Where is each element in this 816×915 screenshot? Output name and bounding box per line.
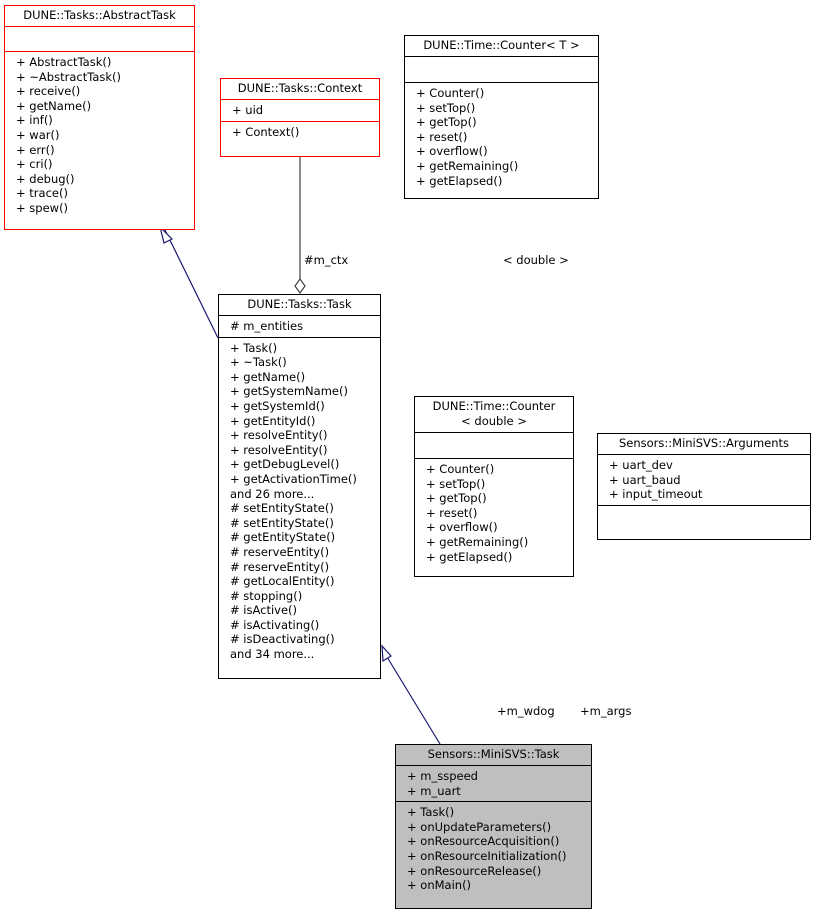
inheritance-arrowhead-abstracttask [158, 225, 174, 244]
member-line: + getName() [230, 369, 306, 384]
member-line: + onResourceRelease() [407, 863, 542, 878]
class-title: DUNE::Tasks::Context [237, 81, 363, 95]
member-line: # getLocalEntity() [230, 574, 335, 589]
member-line: + onResourceInitialization() [407, 848, 567, 863]
member-line: + getName() [16, 98, 92, 113]
member-line: + reset() [416, 129, 468, 144]
member-line: + setTop() [416, 100, 476, 115]
member-line: + Context() [232, 124, 300, 139]
class-context[interactable]: DUNE::Tasks::Context + uid + Context() [220, 78, 380, 157]
member-line: + getSystemId() [230, 398, 325, 413]
member-line: # reserveEntity() [230, 559, 330, 574]
member-line: + m_sspeed [407, 769, 478, 783]
attributes-section [405, 56, 598, 82]
member-line: + m_uart [407, 783, 461, 798]
class-title: DUNE::Time::Counter < double > [432, 399, 556, 428]
class-time-counter-t[interactable]: DUNE::Time::Counter< T > + Counter()+ se… [404, 35, 599, 199]
class-title: DUNE::Tasks::AbstractTask [23, 8, 176, 22]
member-line: + receive() [16, 84, 81, 99]
member-line: + Counter() [426, 462, 495, 476]
member-line: and 26 more... [230, 486, 315, 501]
member-line: + AbstractTask() [16, 55, 112, 69]
member-line: # setEntityState() [230, 515, 334, 530]
member-line: + setTop() [426, 476, 486, 491]
member-line: # m_entities [230, 319, 304, 333]
inheritance-edge-tasks-task [383, 651, 441, 745]
member-line: + cri() [16, 157, 53, 172]
member-line: # isDeactivating() [230, 632, 335, 647]
class-tasks-task[interactable]: DUNE::Tasks::Task # m_entities + Task()+… [218, 294, 381, 679]
member-line: and 34 more... [230, 647, 315, 662]
attributes-section [415, 432, 573, 458]
member-line: + getRemaining() [426, 534, 529, 549]
class-abstract-task[interactable]: DUNE::Tasks::AbstractTask + AbstractTask… [4, 5, 195, 230]
member-line: + overflow() [426, 520, 498, 535]
class-title: Sensors::MiniSVS::Task [427, 747, 560, 761]
member-line: + ~AbstractTask() [16, 69, 121, 84]
class-minisvs-arguments[interactable]: Sensors::MiniSVS::Arguments + uart_dev+ … [597, 433, 811, 540]
member-line: + Counter() [416, 86, 485, 100]
attributes-section: # m_entities [219, 315, 380, 337]
inheritance-arrowhead-tasks-task [381, 644, 392, 663]
member-line: + getRemaining() [416, 158, 519, 173]
member-line: + getTop() [426, 491, 487, 506]
member-line: + debug() [16, 171, 75, 186]
member-line: # isActive() [230, 603, 298, 618]
methods-section: + Counter()+ setTop()+ getTop()+ reset()… [415, 458, 573, 567]
attributes-section: + m_sspeed+ m_uart [396, 765, 591, 801]
class-title: DUNE::Time::Counter< T > [423, 38, 580, 52]
member-line: # getEntityState() [230, 530, 336, 545]
methods-section: + Task()+ onUpdateParameters()+ onResour… [396, 801, 591, 896]
member-line: + getElapsed() [426, 549, 513, 564]
member-line: + Task() [230, 340, 278, 355]
member-line: + onMain() [407, 878, 472, 893]
member-line: + overflow() [416, 144, 488, 159]
member-line: + trace() [16, 186, 68, 201]
attributes-section: + uid [221, 99, 379, 121]
member-line: + war() [16, 127, 60, 142]
member-line: # reserveEntity() [230, 544, 330, 559]
class-title: DUNE::Tasks::Task [247, 297, 352, 311]
member-line: + spew() [16, 200, 69, 215]
edge-label-m-wdog: +m_wdog [497, 704, 555, 718]
member-line: + uart_baud [609, 472, 681, 487]
member-line: + inf() [16, 113, 53, 128]
inheritance-edge-abstracttask [164, 229, 219, 339]
edge-label-m-ctx: #m_ctx [304, 253, 349, 267]
member-line: # stopping() [230, 588, 303, 603]
member-line: + getElapsed() [416, 173, 503, 188]
class-minisvs-task[interactable]: Sensors::MiniSVS::Task + m_sspeed+ m_uar… [395, 744, 592, 909]
attributes-section: + uart_dev+ uart_baud+ input_timeout [598, 454, 810, 505]
member-line: # setEntityState() [230, 501, 334, 516]
edge-label-m-args: +m_args [580, 704, 632, 718]
methods-section: + Counter()+ setTop()+ getTop()+ reset()… [405, 82, 598, 191]
methods-section [598, 504, 810, 532]
member-line: + onResourceAcquisition() [407, 834, 560, 849]
class-time-counter-double[interactable]: DUNE::Time::Counter < double > + Counter… [414, 396, 574, 577]
member-line: + uid [232, 103, 264, 117]
member-line: + onUpdateParameters() [407, 819, 552, 834]
member-line: + err() [16, 142, 55, 157]
member-line: + getEntityId() [230, 413, 316, 428]
member-line: + getSystemName() [230, 384, 348, 399]
member-line: + uart_dev [609, 458, 673, 472]
member-line: + getDebugLevel() [230, 457, 340, 472]
member-line: + ~Task() [230, 355, 287, 370]
member-line: + resolveEntity() [230, 428, 328, 443]
methods-section: + Task()+ ~Task()+ getName()+ getSystemN… [219, 336, 380, 665]
class-title: Sensors::MiniSVS::Arguments [618, 436, 790, 450]
member-line: + getActivationTime() [230, 471, 357, 486]
member-line: # isActivating() [230, 617, 320, 632]
member-line: + resolveEntity() [230, 442, 328, 457]
member-line: + reset() [426, 505, 478, 520]
member-line: + getTop() [416, 115, 477, 130]
attributes-section [5, 26, 194, 51]
edge-label-double: < double > [503, 253, 569, 267]
methods-section: + Context() [221, 120, 379, 143]
methods-section: + AbstractTask()+ ~AbstractTask()+ recei… [5, 51, 194, 219]
member-line: + Task() [407, 805, 455, 820]
member-line: + input_timeout [609, 487, 703, 502]
aggregation-diamond-m-ctx [294, 277, 306, 295]
